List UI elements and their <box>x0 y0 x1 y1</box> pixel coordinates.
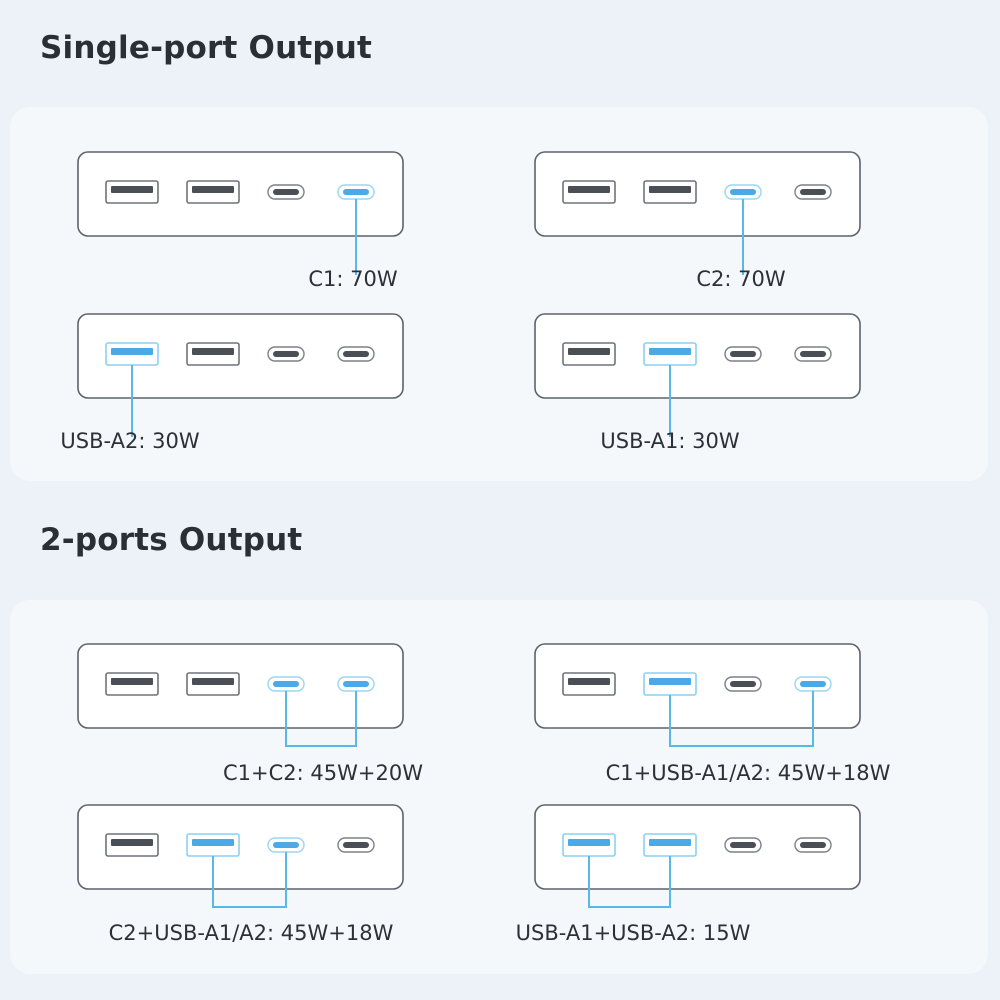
usb-a-port-icon <box>105 672 159 696</box>
single-port-title: Single-port Output <box>40 30 373 66</box>
usb-c-port-icon <box>267 184 305 200</box>
charger-diagram <box>534 151 861 275</box>
charger-body <box>77 313 404 399</box>
usb-a-port-icon <box>562 180 616 204</box>
usb-c-port-icon <box>724 346 762 362</box>
bracket-line <box>285 691 357 747</box>
charger-diagram <box>534 313 861 437</box>
usb-c-port-active-icon <box>724 184 762 200</box>
usb-a-port-active-icon <box>562 833 616 857</box>
charger-diagram <box>77 643 404 747</box>
bracket-line <box>588 856 671 908</box>
usb-a-port-icon <box>105 180 159 204</box>
charger-diagram <box>77 313 404 437</box>
usb-c-port-icon <box>794 346 832 362</box>
usb-c-port-icon <box>337 346 375 362</box>
charger-body <box>534 151 861 237</box>
usb-a-port-active-icon <box>643 672 697 696</box>
charger-body <box>534 643 861 729</box>
usb-a-port-icon <box>186 342 240 366</box>
charger-body <box>534 804 861 890</box>
usb-c-port-icon <box>267 346 305 362</box>
usb-c-port-icon <box>794 837 832 853</box>
charger-diagram <box>77 151 404 275</box>
usb-c-port-active-icon <box>267 676 305 692</box>
charger-body <box>534 313 861 399</box>
usb-c-port-active-icon <box>337 676 375 692</box>
usb-a-port-icon <box>105 833 159 857</box>
usb-a-port-active-icon <box>643 833 697 857</box>
usb-a-port-icon <box>186 180 240 204</box>
charger-body <box>77 643 404 729</box>
usb-a-port-active-icon <box>186 833 240 857</box>
charger-body <box>77 804 404 890</box>
output-label: USB-A1+USB-A2: 15W <box>515 921 751 945</box>
output-label: C2: 70W <box>696 267 786 291</box>
usb-a-port-icon <box>186 672 240 696</box>
charger-diagram <box>534 804 861 908</box>
output-label: C1+USB-A1/A2: 45W+18W <box>605 761 891 785</box>
charger-diagram <box>534 643 861 747</box>
output-label: C1: 70W <box>308 267 398 291</box>
usb-c-port-active-icon <box>267 837 305 853</box>
charger-diagram <box>77 804 404 908</box>
charger-body <box>77 151 404 237</box>
usb-c-port-icon <box>724 837 762 853</box>
usb-a-port-icon <box>562 342 616 366</box>
bracket-line <box>669 691 814 747</box>
usb-c-port-icon <box>724 676 762 692</box>
usb-c-port-active-icon <box>337 184 375 200</box>
usb-a-port-icon <box>643 180 697 204</box>
output-label: C2+USB-A1/A2: 45W+18W <box>108 921 394 945</box>
usb-a-port-active-icon <box>105 342 159 366</box>
usb-c-port-active-icon <box>794 676 832 692</box>
usb-c-port-icon <box>337 837 375 853</box>
bracket-line <box>212 852 287 908</box>
output-label: USB-A2: 30W <box>60 429 200 453</box>
usb-a-port-icon <box>562 672 616 696</box>
output-label: C1+C2: 45W+20W <box>223 761 423 785</box>
usb-a-port-active-icon <box>643 342 697 366</box>
two-ports-title: 2-ports Output <box>40 522 303 558</box>
usb-c-port-icon <box>794 184 832 200</box>
output-label: USB-A1: 30W <box>600 429 740 453</box>
